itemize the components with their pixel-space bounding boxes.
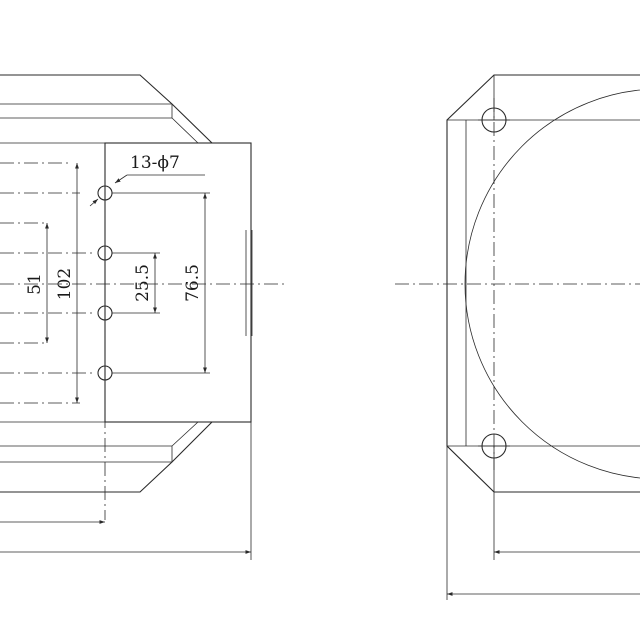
- flange-chamfer-line: [446, 445, 495, 493]
- hole-callout-label: 13-ϕ7: [130, 153, 180, 173]
- right-view: [395, 74, 640, 600]
- front-plate: [104, 142, 252, 423]
- housing-inner-top: [0, 103, 199, 144]
- dimension-label-51: 51: [25, 273, 45, 295]
- left-view: 13-ϕ7 51 102 25.5 76.5: [0, 74, 285, 560]
- callout-leader: [114, 174, 128, 184]
- dimension-label-76-5: 76.5: [183, 264, 203, 302]
- callout-leader-2: [89, 198, 99, 207]
- dimension-label-25-5: 25.5: [133, 264, 153, 302]
- bore-circle: [464, 89, 640, 479]
- housing-inner-bottom: [0, 421, 199, 463]
- dimension-label-102: 102: [55, 268, 75, 300]
- housing-outline-top: [0, 74, 213, 144]
- housing-outline-bottom: [0, 421, 213, 493]
- flange-outline: [446, 74, 640, 493]
